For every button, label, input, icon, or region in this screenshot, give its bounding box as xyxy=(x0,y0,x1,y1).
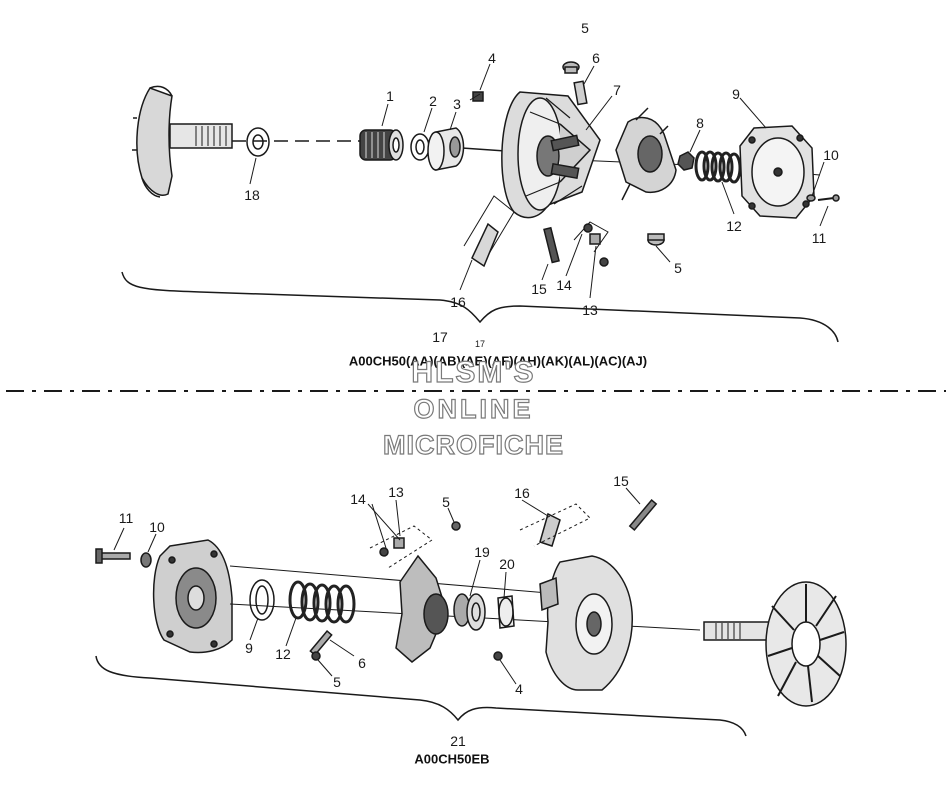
callout-5-bottom: 5 xyxy=(442,494,450,510)
callout-4: 4 xyxy=(488,50,496,66)
callout-13: 13 xyxy=(582,302,598,318)
watermark-line-1: HLSM'S xyxy=(411,355,536,389)
callout-4-bottom: 4 xyxy=(515,681,523,697)
bottom-assembly-brace xyxy=(95,655,747,737)
spring-12-bottom xyxy=(288,580,356,624)
callout-1: 1 xyxy=(386,88,394,104)
callout-9: 9 xyxy=(732,86,740,102)
movable-sheave xyxy=(501,91,601,219)
bolt-15-bottom xyxy=(628,498,658,532)
callout-16-bottom: 16 xyxy=(514,485,530,501)
bottom-model-code: A00CH50EB xyxy=(414,751,490,767)
callout-11: 11 xyxy=(811,230,827,246)
callout-12: 12 xyxy=(726,218,742,234)
spider xyxy=(615,107,677,201)
bracket-16 xyxy=(463,195,515,263)
watermark-line-3: MICROFICHE xyxy=(382,429,564,460)
callout-8: 8 xyxy=(696,115,704,131)
top-model-code: A00CH50(AA)(AB)(AE)(AF)(AH)(AK)(AL)(AC)(… xyxy=(348,353,648,369)
pin-6-bottom xyxy=(309,630,333,656)
washer-10 xyxy=(806,194,816,202)
top-assembly-drawing xyxy=(121,61,840,343)
callout-12-bottom: 12 xyxy=(275,646,291,662)
callout-5: 5 xyxy=(581,20,589,36)
callout-11-bottom: 11 xyxy=(118,510,134,526)
callout-19: 19 xyxy=(474,544,490,560)
bolt-11 xyxy=(817,197,835,201)
callout-10: 10 xyxy=(823,147,839,163)
movable-sheave-bottom xyxy=(539,555,633,691)
fastener-13 xyxy=(589,233,601,245)
roller-4 xyxy=(472,91,484,102)
callout-16: 16 xyxy=(450,294,466,310)
watermark-line-2: ONLINE xyxy=(413,393,534,424)
sleeve-20 xyxy=(497,595,515,629)
washer-18 xyxy=(246,127,270,157)
callout-21: 21 xyxy=(450,733,466,749)
callout-18: 18 xyxy=(244,187,260,203)
callout-6-bottom: 6 xyxy=(358,655,366,671)
callout-15-bottom: 15 xyxy=(613,473,629,489)
ring-9 xyxy=(249,579,275,621)
callout-2: 2 xyxy=(429,93,437,109)
callout-17: 17 xyxy=(432,329,448,345)
spider-bottom xyxy=(395,554,449,663)
bushing-19 xyxy=(453,593,486,631)
fastener-14 xyxy=(583,223,593,233)
top-assembly-brace xyxy=(121,271,839,343)
bottom-assembly-drawing xyxy=(95,487,847,737)
bolt-15 xyxy=(543,226,560,264)
fixed-sheave xyxy=(132,85,233,198)
shoe-16-bottom xyxy=(539,512,561,547)
callout-14: 14 xyxy=(556,277,572,293)
spacer-3 xyxy=(427,127,465,171)
washer-10-bottom xyxy=(140,552,152,568)
cover-bottom xyxy=(152,539,233,654)
washer-2 xyxy=(410,133,430,161)
nut-8 xyxy=(677,151,695,171)
bearing-1 xyxy=(359,129,404,161)
callout-7: 7 xyxy=(613,82,621,98)
callout-13-bottom: 13 xyxy=(388,484,404,500)
spring-12 xyxy=(694,150,742,184)
callout-6: 6 xyxy=(592,50,600,66)
bolt-11-bottom xyxy=(95,548,131,564)
callout-9-bottom: 9 xyxy=(245,640,253,656)
callout-3: 3 xyxy=(453,96,461,112)
callout-5-bottom-lower: 5 xyxy=(333,674,341,690)
callout-20: 20 xyxy=(499,556,515,572)
callout-17-small: 17 xyxy=(474,339,486,349)
pin-6 xyxy=(573,80,588,106)
callout-5-lower: 5 xyxy=(674,260,682,276)
shoe-16 xyxy=(471,222,499,268)
fixed-sheave-bottom xyxy=(703,581,847,707)
cover-9 xyxy=(739,125,815,219)
callout-14-bottom: 14 xyxy=(350,491,366,507)
callout-10-bottom: 10 xyxy=(149,519,165,535)
callout-15: 15 xyxy=(531,281,547,297)
